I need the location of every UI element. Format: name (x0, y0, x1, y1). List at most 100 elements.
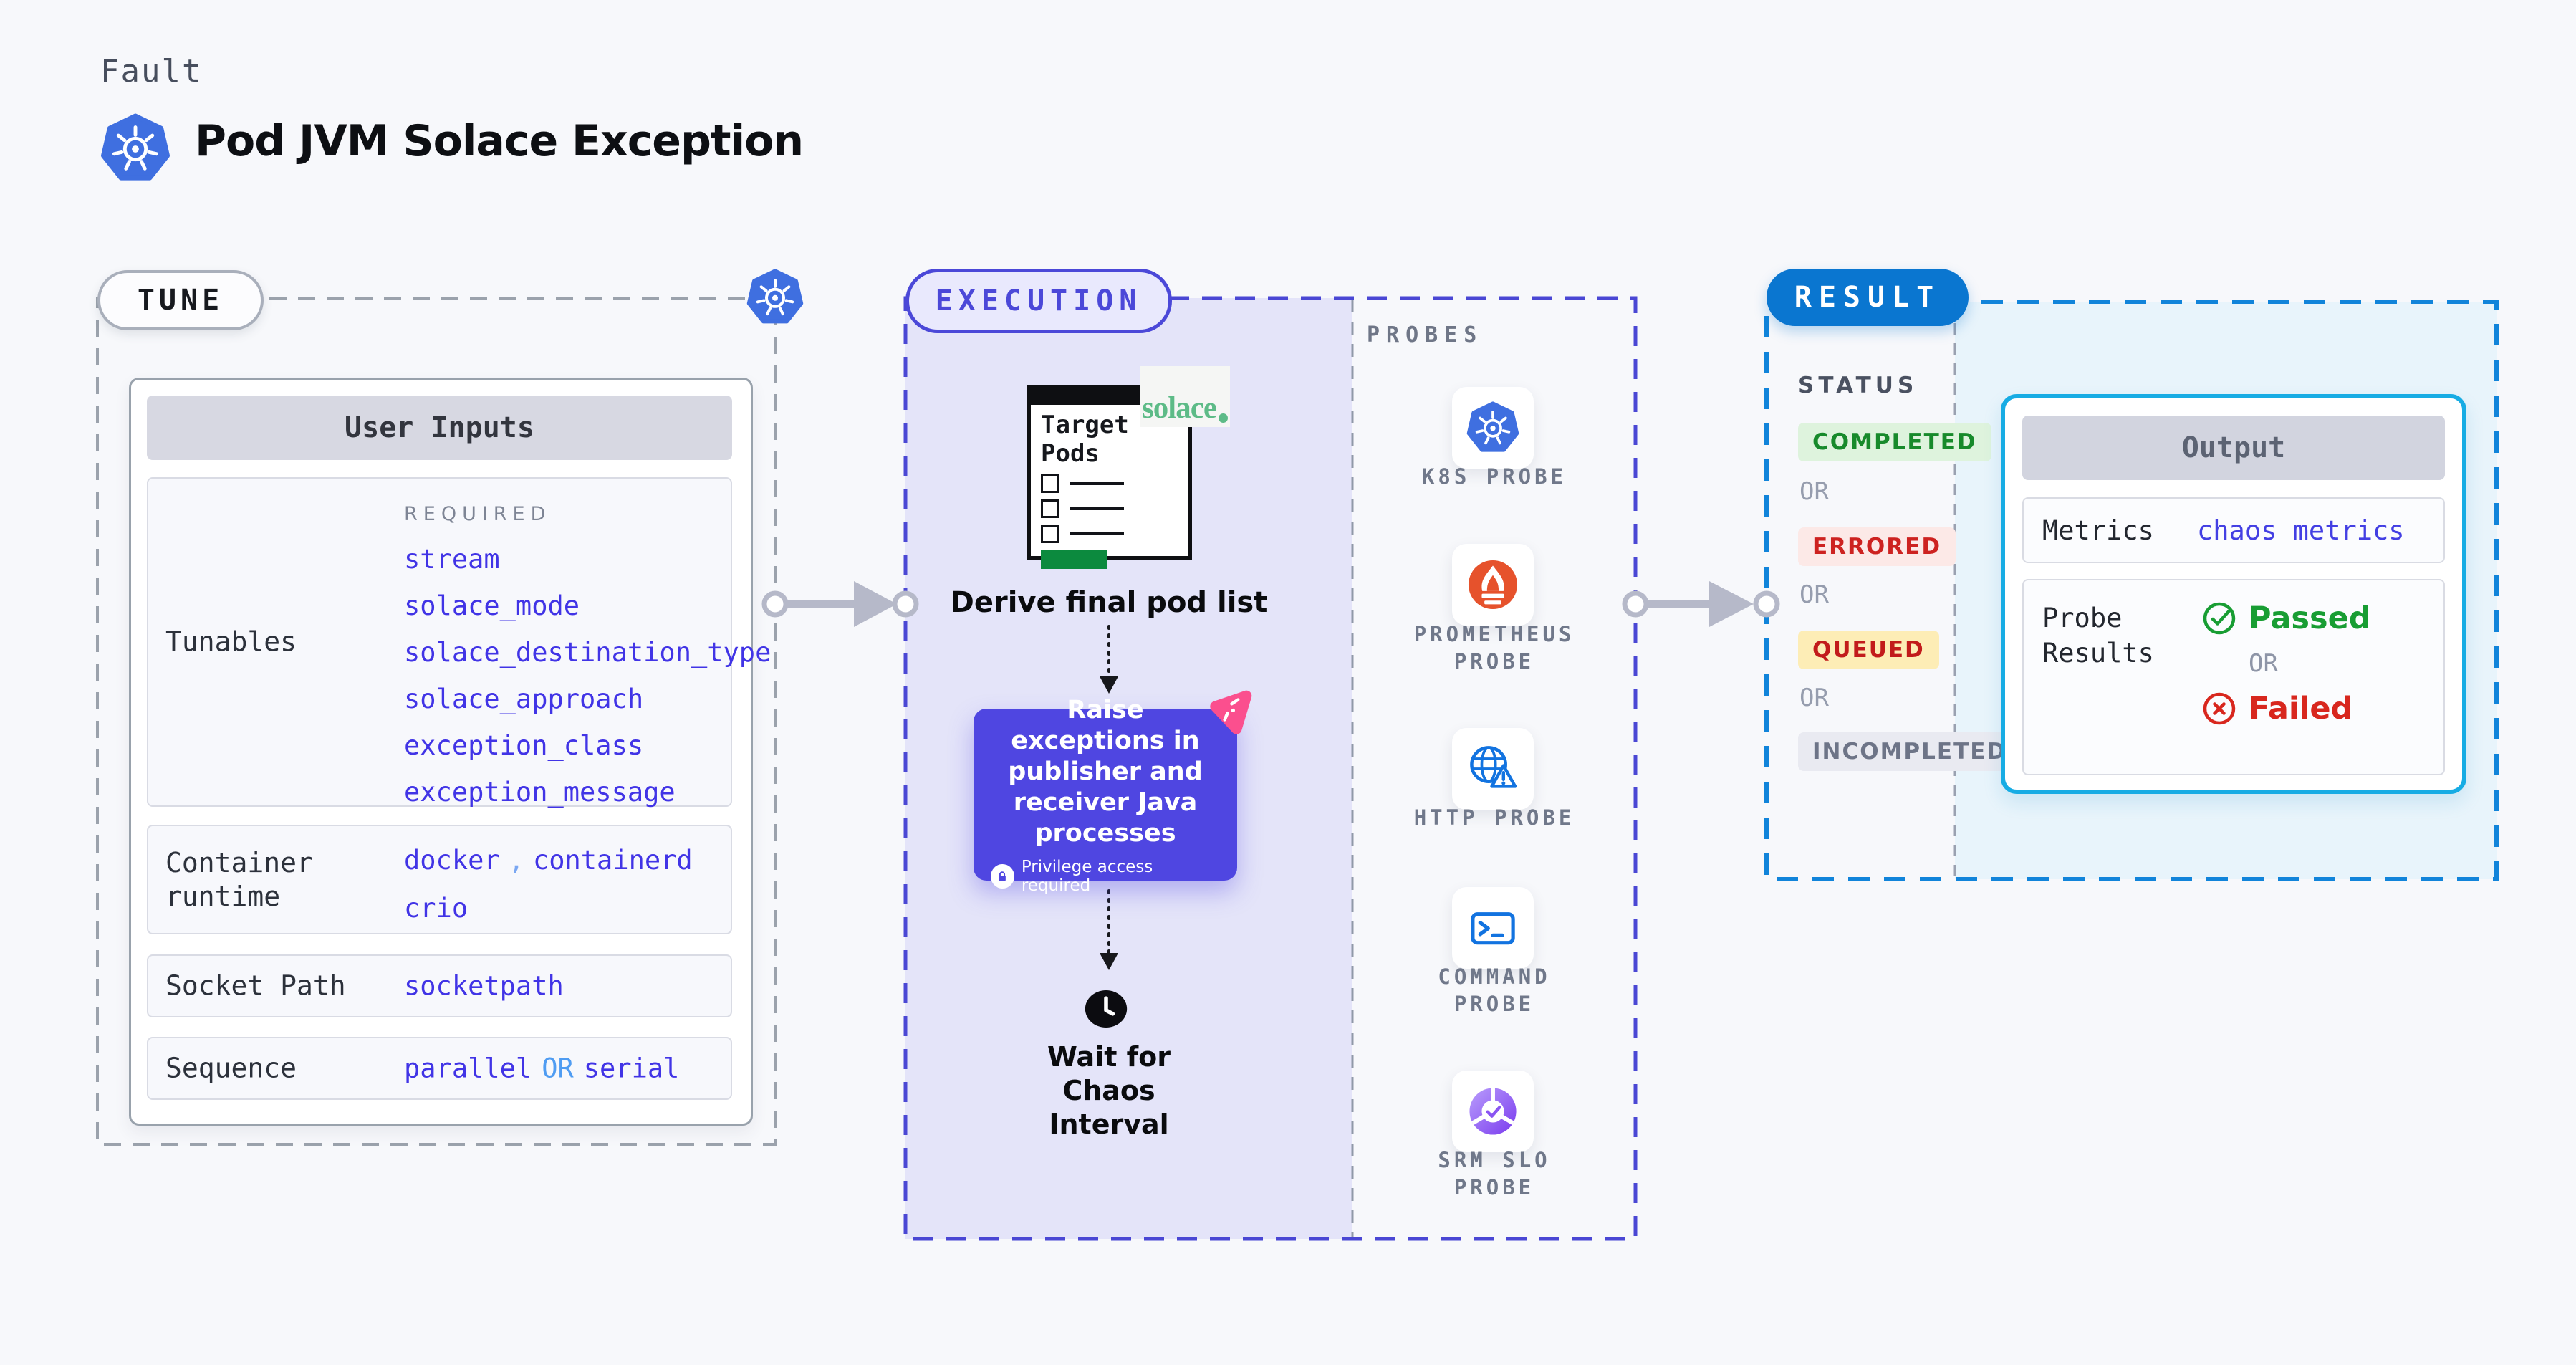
passed-line: Passed (2201, 600, 2371, 636)
result-badge: RESULT (1767, 269, 1969, 326)
kubernetes-icon (1466, 401, 1519, 454)
sequence-label: Sequence (165, 1052, 297, 1084)
http-probe-card (1452, 728, 1534, 810)
status-badge-completed: COMPLETED (1798, 423, 1991, 461)
metrics-value: chaos metrics (2197, 514, 2405, 546)
sequence-row: Sequence parallel OR serial (147, 1037, 732, 1100)
window-body: Target Pods (1031, 405, 1188, 575)
value-line: docker , containerd (404, 845, 693, 876)
socket-path-row: Socket Path socketpath (147, 954, 732, 1017)
status-badge-incompleted: INCOMPLETED (1798, 732, 2022, 771)
tunable-item: stream (404, 544, 500, 575)
command-probe-card (1452, 887, 1534, 969)
list-line (1070, 532, 1124, 535)
socket-value: socketpath (404, 970, 564, 1002)
runtime-value: containerd (532, 845, 693, 876)
tunable-item: solace_approach (404, 684, 644, 714)
list-line (1070, 507, 1124, 510)
sequence-or: OR (542, 1053, 574, 1084)
user-inputs-card: User Inputs Tunables REQUIRED stream sol… (129, 378, 771, 1126)
tunables-list: REQUIRED stream solace_mode solace_desti… (404, 503, 771, 806)
tunable-item: exception_message (404, 777, 676, 808)
solace-logo: solace (1140, 366, 1230, 427)
metrics-row: Metrics chaos metrics (2022, 497, 2445, 563)
raise-exceptions-text: Raise exceptions in publisher and receiv… (1008, 695, 1203, 848)
command-probe-label: COMMAND PROBE (1438, 964, 1551, 1016)
privilege-note-text: Privilege access required (1021, 857, 1153, 895)
k8s-probe-label: K8S PROBE (1421, 464, 1567, 489)
slo-pie-check-icon (1466, 1085, 1519, 1138)
raise-exceptions-step: Raise exceptions in publisher and receiv… (974, 696, 1237, 895)
required-label: REQUIRED (404, 503, 552, 525)
checkbox-icon (1041, 499, 1059, 518)
failed-line: Failed (2201, 691, 2371, 727)
socket-path-value: socketpath (404, 971, 564, 1002)
or-separator: OR (2249, 649, 2278, 678)
tunable-item: exception_class (404, 730, 644, 761)
list-line (1070, 482, 1124, 485)
execution-badge-label: EXECUTION (935, 284, 1143, 317)
target-pods-window: Target Pods (1027, 385, 1192, 569)
page-title: Pod JVM Solace Exception (195, 116, 804, 166)
execution-badge: EXECUTION (905, 269, 1172, 333)
derive-pod-list-caption: Derive final pod list (950, 586, 1268, 619)
sequence-values: parallel OR serial (404, 1053, 679, 1084)
or-separator: OR (1799, 477, 1829, 506)
sequence-value: parallel (404, 1053, 532, 1084)
metrics-label: Metrics (2042, 514, 2154, 546)
result-badge-label: RESULT (1794, 281, 1941, 314)
checkbox-icon (1041, 525, 1059, 543)
check-circle-icon (2201, 600, 2237, 636)
tunable-item: solace_mode (404, 590, 580, 621)
privilege-note: Privilege access required (991, 858, 1220, 895)
clock-icon (1082, 987, 1130, 1031)
chaos-litmus-icon (1201, 681, 1259, 739)
progress-bar (1041, 550, 1107, 569)
probes-title: PROBES (1367, 322, 1484, 348)
srm-slo-probe-label: SRM SLO PROBE (1438, 1148, 1551, 1199)
prometheus-probe-card (1452, 544, 1534, 626)
tunables-label: Tunables (165, 626, 297, 658)
tune-badge: TUNE (97, 270, 264, 330)
passed-label: Passed (2249, 600, 2371, 636)
k8s-probe-card (1452, 387, 1534, 469)
solace-dot-icon (1218, 413, 1228, 423)
x-circle-icon (2201, 691, 2237, 727)
tunable-item: solace_destination_type (404, 637, 772, 668)
container-runtime-row: Container runtime docker , containerd cr… (147, 825, 732, 934)
probe-results-row: Probe Results Passed OR Failed (2022, 579, 2445, 775)
kubernetes-icon (746, 268, 804, 327)
probe-results-values: Passed OR Failed (2201, 600, 2371, 774)
probe-results-label: Probe Results (2042, 603, 2154, 669)
terminal-icon (1466, 901, 1519, 954)
pod-list-item (1041, 525, 1178, 543)
container-runtime-label: Container runtime (165, 846, 313, 912)
status-badge-queued: QUEUED (1798, 631, 1939, 669)
runtime-value: crio (404, 893, 468, 924)
user-inputs-header: User Inputs (147, 396, 732, 460)
runtime-value: docker (404, 845, 500, 876)
srm-slo-probe-card (1452, 1071, 1534, 1152)
or-separator: OR (1799, 580, 1829, 609)
value-separator: , (508, 845, 524, 876)
or-separator: OR (1799, 684, 1829, 712)
output-header: Output (2022, 416, 2445, 480)
output-card: Output Metrics chaos metrics Probe Resul… (2001, 394, 2466, 794)
pod-list-item (1041, 474, 1178, 493)
pod-list-item (1041, 499, 1178, 518)
wait-chaos-interval-caption: Wait for Chaos Interval (1047, 1041, 1171, 1140)
failed-label: Failed (2249, 691, 2353, 727)
solace-wordmark: solace (1142, 391, 1217, 425)
checkbox-icon (1041, 474, 1059, 493)
fault-eyebrow: Fault (100, 53, 203, 90)
status-badge-errored: ERRORED (1798, 527, 1956, 566)
status-title: STATUS (1798, 373, 1918, 398)
sequence-value: serial (583, 1053, 680, 1084)
globe-warning-icon (1466, 742, 1519, 795)
target-pods-title: Target Pods (1041, 411, 1129, 468)
prometheus-icon (1466, 558, 1519, 611)
prometheus-probe-label: PROMETHEUS PROBE (1413, 622, 1575, 674)
kubernetes-icon (100, 112, 170, 185)
tunables-row: Tunables REQUIRED stream solace_mode sol… (147, 477, 771, 807)
